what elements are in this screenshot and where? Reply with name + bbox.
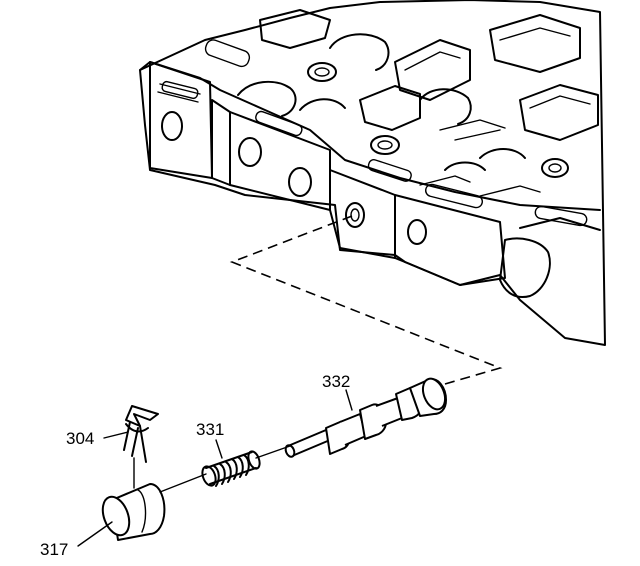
spring-331 [201, 450, 261, 487]
assembly-axis-line-2 [255, 445, 291, 459]
assembly-axis-line [159, 473, 207, 493]
callout-331: 331 [196, 420, 225, 439]
retainer-clip-304 [123, 405, 159, 463]
valve-body-casting [139, 0, 606, 346]
leader-line-331 [215, 439, 223, 459]
plug-317 [101, 483, 166, 541]
callout-304: 304 [66, 429, 95, 448]
leader-line-317 [77, 521, 113, 547]
leader-line-332 [345, 389, 353, 411]
assembly-path-dashed [229, 215, 503, 387]
leader-line-304 [103, 431, 129, 439]
valve-332 [284, 377, 447, 458]
callout-317: 317 [40, 540, 69, 559]
callout-332: 332 [322, 372, 351, 391]
